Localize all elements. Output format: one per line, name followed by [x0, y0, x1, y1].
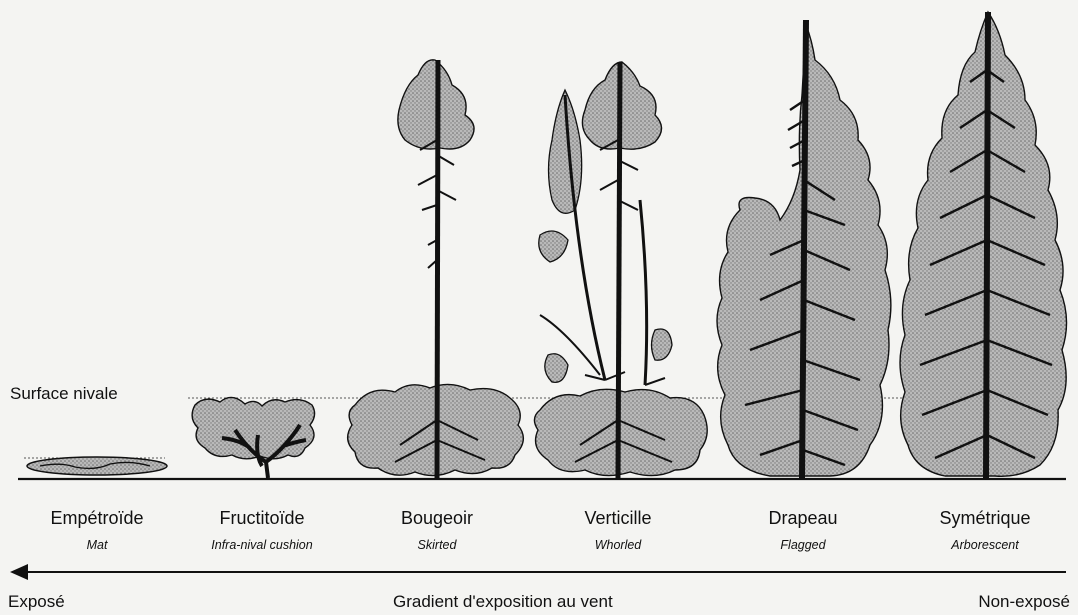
whorled-form — [534, 62, 707, 478]
form-name-cushion: Fructitoïde — [167, 508, 357, 529]
mat-form — [27, 457, 167, 475]
cushion-form — [192, 397, 314, 478]
form-subtitle-whorled: Whorled — [523, 538, 713, 552]
form-name-mat: Empétroïde — [2, 508, 192, 529]
snow-surface-label: Surface nivale — [10, 384, 118, 404]
form-name-symmetric: Symétrique — [890, 508, 1078, 529]
form-name-whorled: Verticille — [523, 508, 713, 529]
form-name-flagged: Drapeau — [708, 508, 898, 529]
gradient-center-label: Gradient d'exposition au vent — [393, 592, 613, 612]
form-subtitle-flagged: Flagged — [708, 538, 898, 552]
gradient-right-label: Non-exposé — [978, 592, 1070, 612]
symmetric-form — [900, 12, 1067, 478]
form-subtitle-mat: Mat — [2, 538, 192, 552]
form-subtitle-symmetric: Arborescent — [890, 538, 1078, 552]
form-name-skirted: Bougeoir — [342, 508, 532, 529]
skirted-form — [348, 60, 524, 478]
wind-exposure-arrow — [10, 564, 1066, 580]
form-subtitle-cushion: Infra-nival cushion — [167, 538, 357, 552]
gradient-left-label: Exposé — [8, 592, 65, 612]
flagged-form — [717, 20, 891, 478]
form-subtitle-skirted: Skirted — [342, 538, 532, 552]
